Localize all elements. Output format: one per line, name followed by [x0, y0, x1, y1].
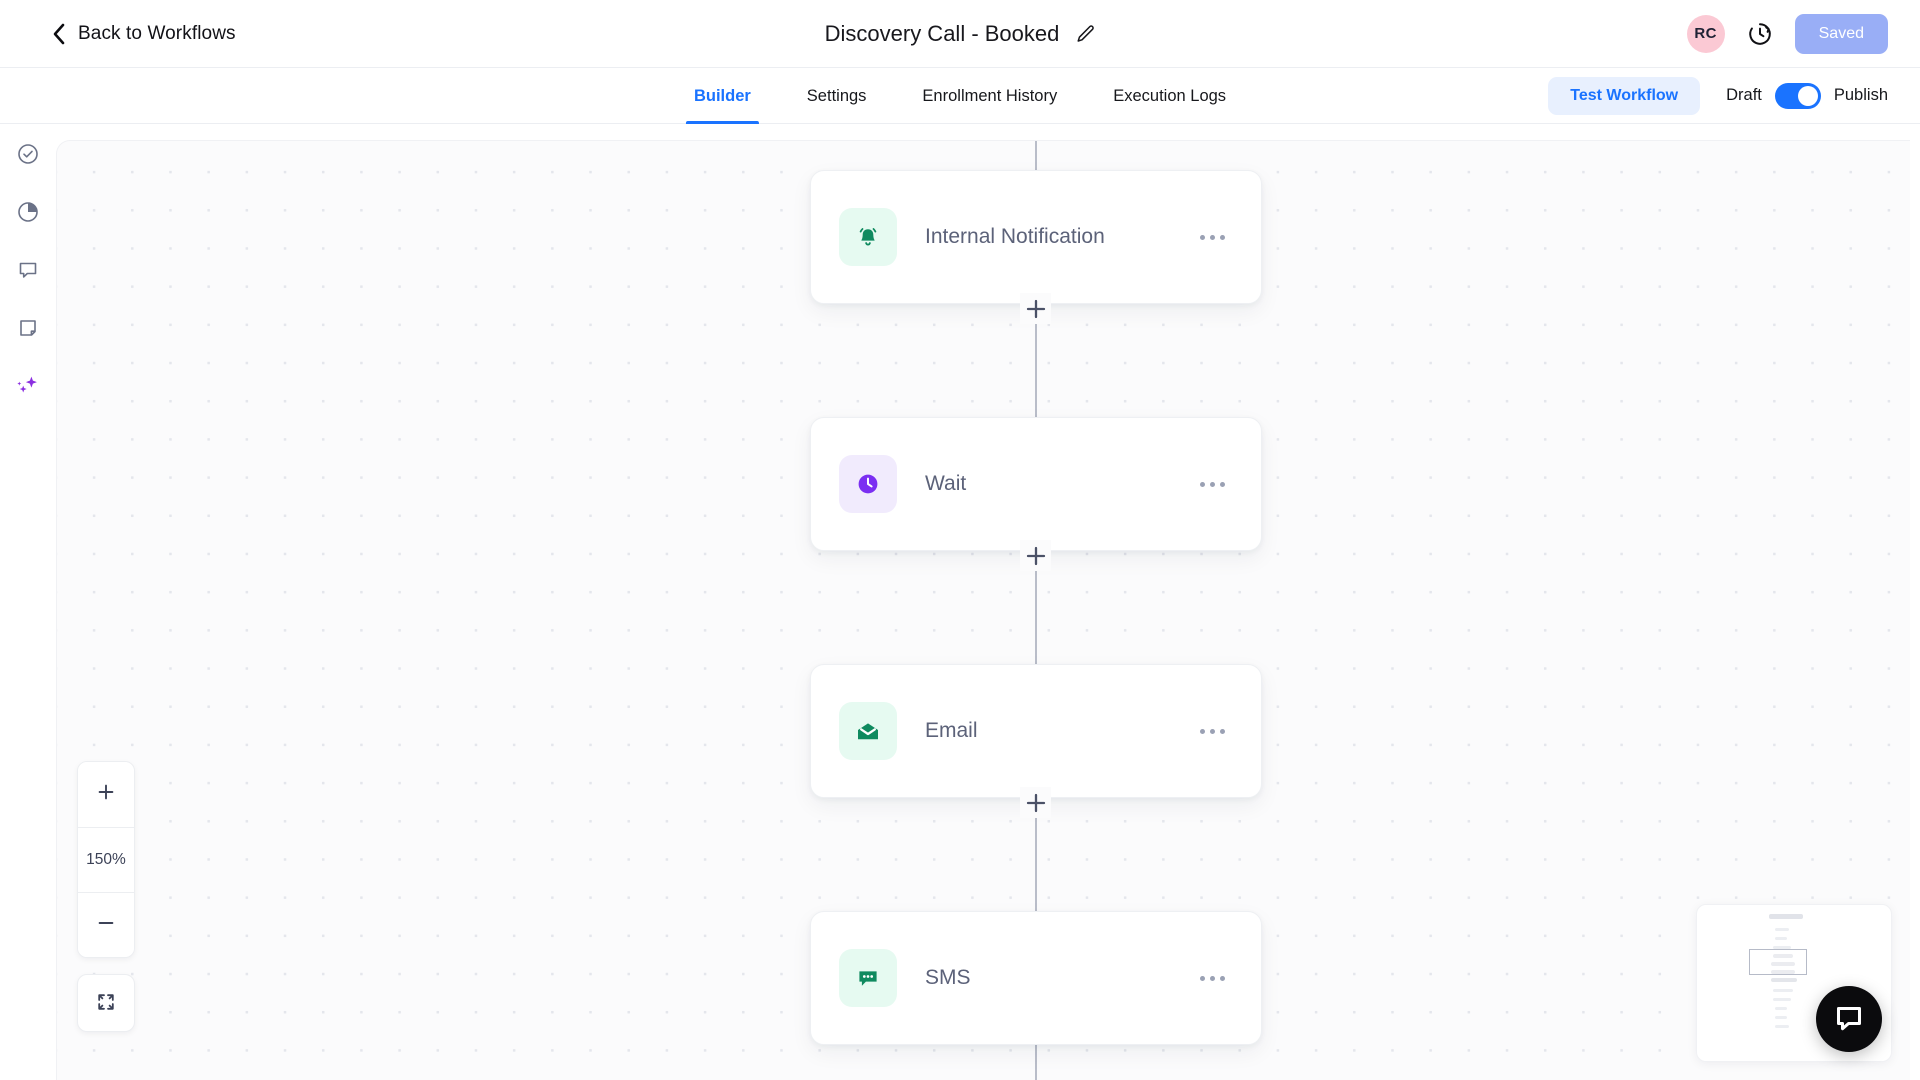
plus-icon — [96, 782, 116, 807]
node-label: Wait — [925, 472, 967, 495]
draft-label: Draft — [1726, 86, 1762, 104]
avatar[interactable]: RC — [1686, 14, 1725, 53]
tab-bar: Builder Settings Enrollment History Exec… — [0, 68, 1920, 124]
sidebar-item-ai-assistant[interactable] — [14, 374, 42, 402]
chevron-left-icon — [52, 23, 66, 45]
zoom-in-button[interactable] — [78, 762, 134, 827]
top-header: Back to Workflows Discovery Call - Booke… — [0, 0, 1920, 68]
workflow-node-internal-notification[interactable]: Internal Notification — [810, 170, 1262, 304]
publish-label: Publish — [1833, 86, 1888, 104]
minimap-node — [1773, 946, 1791, 949]
page-title: Discovery Call - Booked — [824, 20, 1060, 46]
minimap-node — [1775, 1007, 1787, 1010]
fit-view-button[interactable] — [77, 974, 135, 1032]
minimap-node — [1771, 970, 1795, 974]
envelope-icon — [839, 702, 897, 760]
back-to-workflows-button[interactable]: Back to Workflows — [52, 23, 236, 45]
chat-widget-button[interactable] — [1816, 986, 1882, 1052]
saved-button[interactable]: Saved — [1794, 13, 1888, 54]
chat-bubble-icon — [16, 258, 40, 287]
node-label: SMS — [925, 966, 971, 989]
publish-toggle-group: Draft Publish — [1726, 82, 1888, 109]
tab-enrollment-history[interactable]: Enrollment History — [914, 68, 1065, 124]
flow-connector-line — [1035, 141, 1037, 1080]
node-label: Email — [925, 719, 978, 742]
pie-chart-icon — [16, 200, 40, 229]
minimap-node — [1769, 914, 1803, 919]
minimap-node — [1773, 989, 1793, 992]
zoom-out-button[interactable] — [78, 892, 134, 957]
sparkles-icon — [15, 373, 41, 404]
ellipsis-icon[interactable] — [1192, 968, 1233, 989]
pencil-icon[interactable] — [1075, 24, 1095, 44]
zoom-controls: 150% — [77, 761, 135, 958]
zoom-level-display[interactable]: 150% — [78, 827, 134, 892]
minimap-node — [1773, 954, 1793, 958]
plus-icon — [1024, 297, 1048, 321]
tab-execution-logs[interactable]: Execution Logs — [1105, 68, 1234, 124]
sidebar-item-reports[interactable] — [14, 200, 42, 228]
workflow-node-sms[interactable]: SMS — [810, 911, 1262, 1045]
ellipsis-icon[interactable] — [1192, 227, 1233, 248]
workflow-canvas[interactable]: Internal Notification Wait — [56, 140, 1910, 1080]
note-icon — [16, 316, 40, 345]
clock-icon — [839, 455, 897, 513]
test-workflow-button[interactable]: Test Workflow — [1548, 76, 1701, 115]
tab-builder[interactable]: Builder — [685, 68, 759, 124]
tab-list: Builder Settings Enrollment History Exec… — [685, 68, 1234, 124]
minimap-node — [1775, 1016, 1787, 1019]
chat-widget-icon — [1832, 1001, 1866, 1038]
sidebar-item-tasks[interactable] — [14, 142, 42, 170]
bell-icon — [839, 208, 897, 266]
publish-toggle[interactable] — [1774, 82, 1821, 109]
add-step-connector-1[interactable] — [1020, 293, 1051, 324]
plus-icon — [1024, 544, 1048, 568]
workflow-node-wait[interactable]: Wait — [810, 417, 1262, 551]
node-label: Internal Notification — [925, 225, 1105, 248]
add-step-connector-3[interactable] — [1020, 787, 1051, 818]
left-icon-rail — [0, 124, 56, 1080]
workflow-node-email[interactable]: Email — [810, 664, 1262, 798]
tab-bar-actions: Test Workflow Draft Publish — [1548, 76, 1888, 115]
minimap-node — [1771, 978, 1797, 982]
minimap-viewport[interactable] — [1749, 949, 1807, 975]
add-step-connector-2[interactable] — [1020, 540, 1051, 571]
minimap-node — [1775, 1025, 1789, 1028]
tab-settings[interactable]: Settings — [799, 68, 875, 124]
ellipsis-icon[interactable] — [1192, 474, 1233, 495]
ellipsis-icon[interactable] — [1192, 721, 1233, 742]
sidebar-item-conversations[interactable] — [14, 258, 42, 286]
workflow-title-group: Discovery Call - Booked — [825, 21, 1096, 47]
toggle-knob — [1797, 85, 1818, 106]
minimap-node — [1775, 937, 1787, 940]
expand-icon — [95, 991, 117, 1016]
check-circle-icon — [16, 142, 40, 171]
work-area: Internal Notification Wait — [0, 124, 1920, 1080]
back-to-workflows-label: Back to Workflows — [78, 22, 236, 44]
minimap-node — [1773, 998, 1791, 1001]
minus-icon — [96, 913, 116, 938]
minimap-node — [1771, 962, 1795, 966]
header-actions: RC Saved — [1686, 13, 1888, 54]
minimap-node — [1775, 928, 1789, 931]
sidebar-item-notes[interactable] — [14, 316, 42, 344]
plus-icon — [1024, 791, 1048, 815]
sms-bubble-icon — [839, 949, 897, 1007]
clock-history-icon[interactable] — [1747, 21, 1773, 47]
